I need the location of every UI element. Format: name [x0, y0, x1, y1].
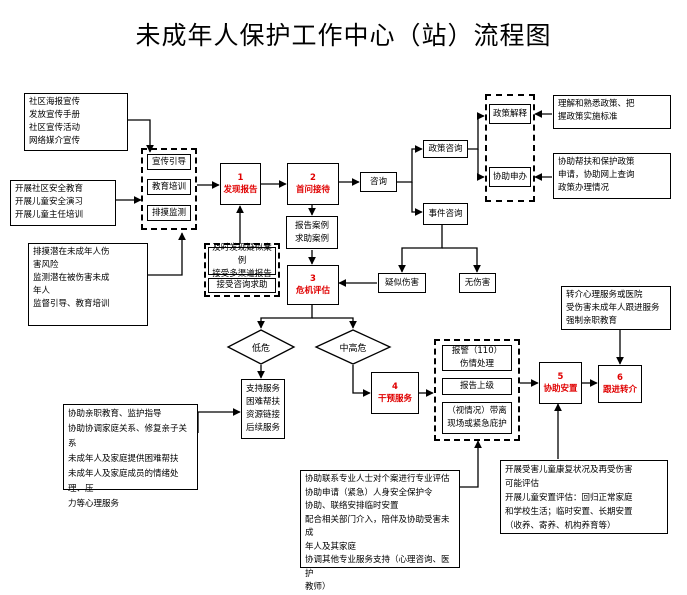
sources-group	[204, 243, 280, 297]
step-2-reception: 2 首问接待	[287, 163, 339, 205]
intervention-police: 报警（110） 伤情处理	[442, 345, 512, 371]
mid-high-risk-label: 中高危	[339, 344, 367, 354]
intervention-report-superior: 报告上级	[442, 378, 512, 395]
step-3-number: 3	[310, 274, 316, 284]
arrow-policy-assist	[476, 149, 485, 181]
referral-note: 转介心理服务或医院 受伤害未成年人跟进服务 强制亲职教育	[561, 286, 671, 330]
arrow-intnote-intervention	[460, 440, 482, 488]
arrow-step3-low	[257, 305, 313, 329]
arrow-consult-policy	[397, 145, 423, 183]
page-title: 未成年人保护工作中心（站）流程图	[135, 21, 552, 50]
step-3-label: 危机评估	[295, 286, 330, 296]
arrow-policy-explain	[468, 112, 485, 150]
prevention-screening: 排摸监测	[147, 205, 191, 221]
step-4-label: 干预服务	[377, 394, 412, 404]
step-1-label: 发现报告	[223, 185, 258, 195]
step-6-followup: 6 跟进转介	[598, 365, 642, 403]
step-5-label: 协助安置	[543, 384, 578, 394]
step-4-intervention: 4 干预服务	[371, 372, 419, 414]
connector-layer	[116, 110, 624, 488]
prevention-group	[141, 148, 197, 230]
step-3-assessment: 3 危机评估	[287, 265, 339, 305]
screening-note: 排摸潜在未成年人伤 害风险 监测潜在被伤害未成 年人 监督引导、教育培训	[28, 243, 148, 326]
step-2-label: 首问接待	[295, 185, 330, 195]
arrow-screening	[148, 232, 186, 276]
low-risk-diamond	[226, 329, 296, 365]
education-note: 开展社区安全教育 开展儿童安全演习 开展儿童主任培训	[10, 180, 116, 226]
step-6-label: 跟进转介	[602, 385, 637, 395]
support-services-note: 协助亲职教育、监护指导 协助协调家庭关系、修复亲子关系 未成年人及家庭提供困难帮…	[63, 404, 198, 509]
arrow-incident-suspected	[398, 225, 443, 273]
source-report: 及时发现疑似案例 接受多渠道报告	[208, 243, 276, 279]
prevention-education: 教育培训	[147, 179, 191, 195]
source-consult: 接受咨询求助	[208, 278, 276, 293]
arrow-publicity	[128, 119, 154, 153]
publicity-note: 社区海报宣传 发放宣传手册 社区宣传活动 网络媒介宣传	[24, 93, 128, 151]
policy-explain-box: 政策解释	[489, 104, 531, 124]
incident-consult-box: 事件咨询	[423, 203, 468, 225]
intervention-note: 协助联系专业人士对个案进行专业评估 协助申请（紧急）人身安全保护令 协助、联络安…	[300, 470, 460, 592]
policy-consult-box: 政策咨询	[423, 140, 468, 158]
placement-note: 开展受害儿童康复状况及再受伤害 可能评估 开展儿童安置评估：回归正常家庭 和学校…	[500, 460, 668, 534]
intervention-shelter: （视情况）带离 现场或紧急庇护	[442, 402, 512, 434]
arrow-incident-noharm	[442, 247, 481, 273]
low-risk-label: 低危	[251, 344, 270, 354]
step-5-number: 5	[557, 372, 564, 382]
arrow-mid-step4	[352, 365, 371, 397]
policy-group	[485, 94, 535, 202]
reception-cases: 报告案例 求助案例	[286, 216, 338, 249]
policy-explain-note: 理解和熟悉政策、把 握政策实施标准	[553, 95, 671, 129]
step-6-number: 6	[617, 373, 623, 383]
arrow-consult-incident	[411, 182, 423, 216]
suspected-harm-box: 疑似伤害	[378, 273, 426, 293]
arrow-supportnote-support	[197, 408, 241, 433]
prevention-publicity: 宣传引导	[147, 154, 191, 170]
consult-box: 咨询	[360, 172, 397, 192]
step-1-number: 1	[237, 173, 244, 183]
arrow-step3-mid	[312, 317, 357, 329]
step-4-number: 4	[392, 382, 398, 392]
no-harm-box: 无伤害	[459, 273, 496, 293]
step-2-number: 2	[310, 173, 316, 183]
policy-assist-note: 协助帮扶和保护政策 申请，协助网上查询 政策办理情况	[553, 153, 671, 199]
step-5-placement: 5 协助安置	[539, 362, 582, 404]
step-1-report: 1 发现报告	[220, 163, 261, 205]
support-services-box: 支持服务 困难帮扶 资源链接 后续服务	[241, 379, 285, 439]
intervention-group	[434, 339, 520, 441]
mid-high-risk-diamond	[314, 329, 392, 365]
policy-assist-box: 协助申办	[489, 167, 531, 187]
